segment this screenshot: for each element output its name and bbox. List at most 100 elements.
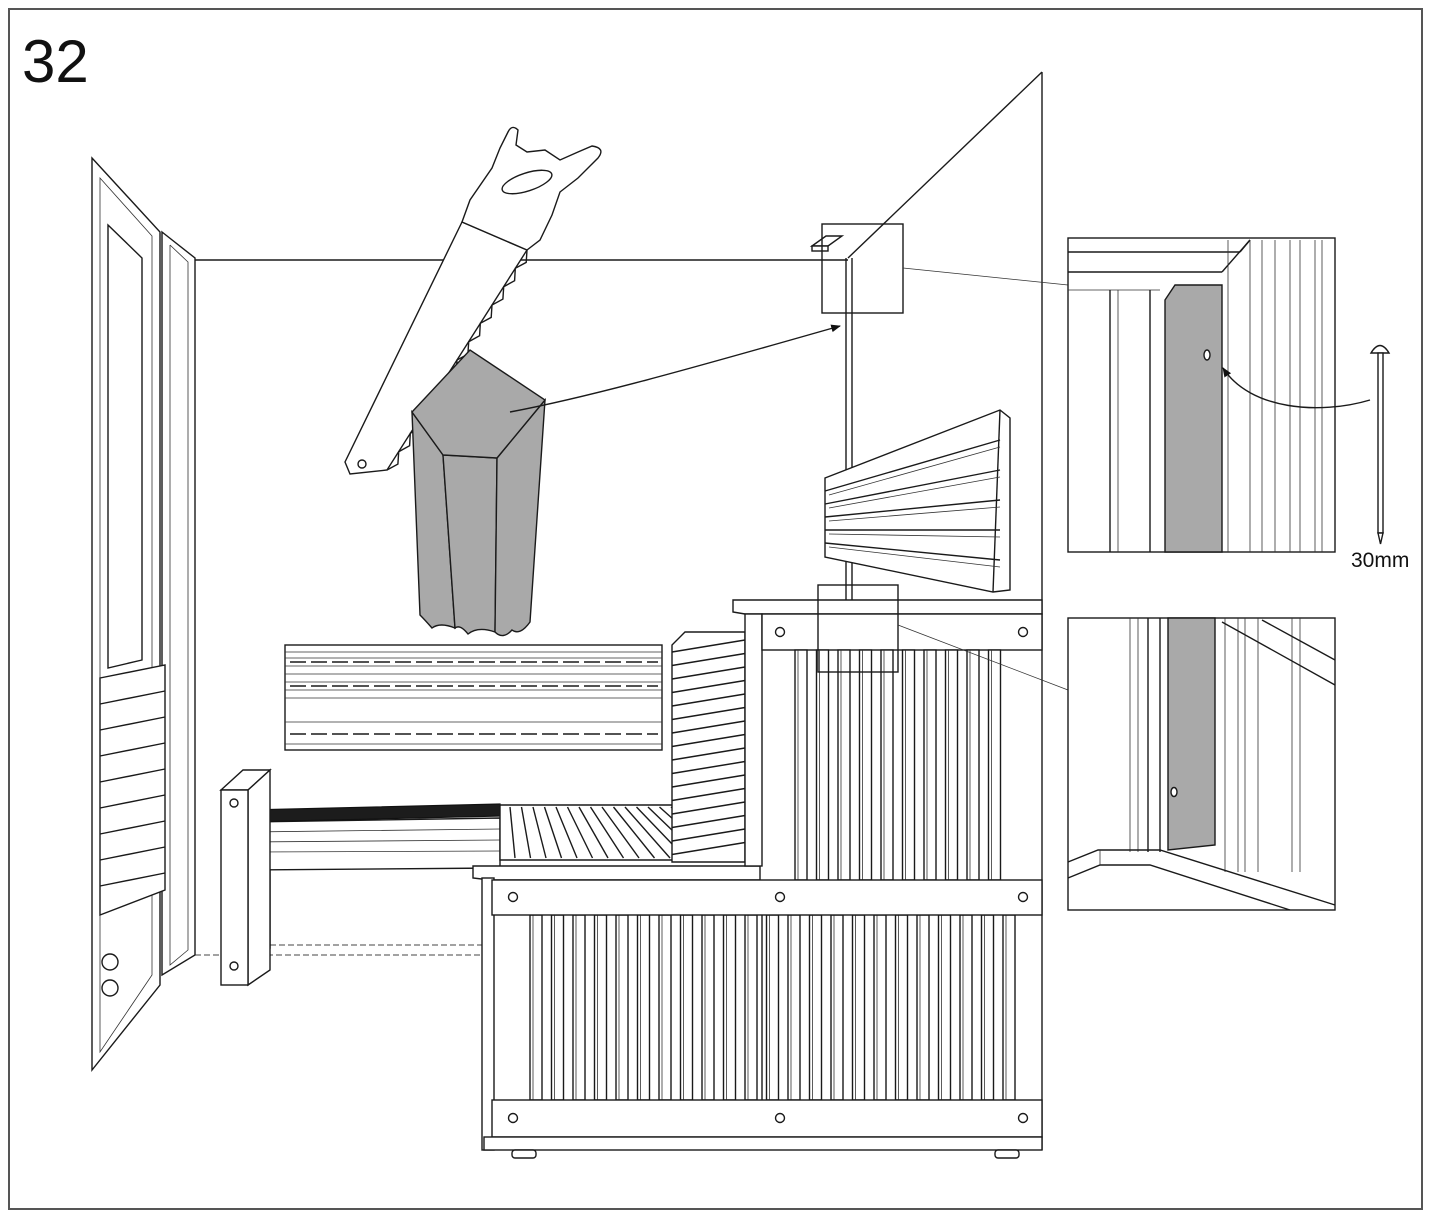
screw-hole	[229, 798, 239, 808]
bench-foot	[994, 1149, 1020, 1159]
upper-backrest-slat	[671, 801, 746, 815]
door-slat-line	[99, 690, 166, 705]
saw-icon	[344, 126, 602, 475]
detail-connector-top	[902, 267, 1069, 286]
corner-seat-ledge	[472, 865, 761, 881]
upper-tier-slats	[794, 649, 1002, 881]
corner-trim-piece	[411, 349, 547, 637]
door-lower-panel	[99, 664, 166, 917]
right-backrest-slat	[824, 469, 1001, 505]
right-backrest-slat	[824, 499, 1001, 518]
screw-hole	[507, 1112, 519, 1124]
lower-bench-slat	[765, 914, 780, 1101]
upper-backrest-slat	[671, 706, 746, 721]
upper-backrest-slat	[671, 760, 746, 775]
screw-hole	[1017, 626, 1029, 638]
screw-hole	[774, 626, 786, 638]
right-backrest-slat-edge	[828, 546, 1001, 568]
corner-seat-slat	[555, 806, 578, 859]
bench-end-post-side	[247, 768, 271, 987]
bench-end-post-front	[220, 789, 249, 986]
screw-hole	[774, 891, 786, 903]
lower-bench-slat	[744, 914, 758, 1101]
right-backrest-slat-edge	[828, 506, 1001, 522]
corner-seat-slat	[532, 806, 547, 859]
floor-trim-line	[1067, 849, 1336, 906]
lower-bench-slat	[636, 914, 651, 1101]
bench-seat-line	[247, 828, 501, 833]
detail-highlight-top	[821, 223, 904, 314]
upper-backrest-slat	[671, 814, 746, 829]
right-backrest-slat	[824, 439, 1001, 492]
backrest-slat-lines	[285, 651, 662, 745]
nail-tip	[1377, 532, 1384, 545]
door-vent-icon	[101, 953, 119, 971]
bracket-top	[809, 235, 845, 247]
lower-bench-slat	[572, 914, 586, 1101]
right-backrest-slat-edge	[828, 533, 1001, 538]
upper-bench-slat	[858, 649, 873, 881]
right-wall-backrest	[824, 409, 1011, 593]
lower-bench-slat	[615, 914, 629, 1101]
upper-tier-end-post	[744, 613, 763, 867]
corner-seat-slat	[509, 806, 516, 859]
lower-bench-slat	[722, 914, 737, 1101]
right-wall-top-edge	[847, 71, 1043, 259]
nail-head	[1369, 344, 1391, 354]
detail-view-bottom	[1067, 617, 1336, 911]
lower-bench	[219, 768, 501, 987]
corner-seat-slat	[520, 806, 532, 859]
door-slat-line	[99, 716, 166, 731]
nail-hole	[1170, 786, 1178, 798]
lower-tier-slats	[529, 914, 1016, 1101]
nail-icon	[1369, 344, 1391, 545]
door-panel-slats	[99, 690, 166, 887]
bench-seat-front	[247, 817, 501, 871]
bracket-front	[811, 245, 829, 252]
saw-handle-grip-hole	[501, 169, 553, 195]
upper-backrest-slat	[671, 828, 746, 842]
screw-hole	[774, 1112, 786, 1124]
upper-backrest	[671, 631, 746, 863]
right-wall-boards	[1227, 240, 1323, 552]
upper-bench-slat	[901, 649, 916, 881]
bench-base	[483, 1136, 1043, 1151]
right-backrest-slats	[824, 439, 1001, 568]
door-slat-line	[99, 742, 166, 757]
lower-bench-slat	[550, 914, 565, 1101]
corner-seat-slat	[612, 806, 656, 859]
corner-seat-slat	[601, 806, 640, 859]
ceiling-trim-corner	[1239, 239, 1251, 253]
backrest-trim-line	[1261, 619, 1336, 661]
upper-tier-top-board	[761, 613, 1043, 651]
bench-seat-line	[247, 850, 501, 853]
detail-view-top	[1067, 237, 1371, 553]
upper-backrest-slat	[671, 841, 746, 856]
lower-bench-slat	[916, 914, 930, 1101]
main-bench	[481, 599, 1043, 1159]
nail-hole	[1203, 349, 1211, 361]
lower-bench-slat	[980, 914, 995, 1101]
back-wall-backrest	[284, 644, 663, 751]
screw-hole	[1017, 1112, 1029, 1124]
door-jamb	[161, 230, 196, 977]
upper-backrest-slat	[671, 787, 746, 802]
upper-backrest-slat	[671, 720, 746, 734]
trim-right-face	[494, 397, 546, 637]
upper-backrest-slat	[671, 652, 746, 667]
upper-bench-slat	[815, 649, 830, 881]
door-jamb-inner	[169, 244, 189, 966]
upper-backrest-slats	[671, 639, 746, 856]
trim-middle-face	[442, 454, 498, 635]
step-number: 32	[22, 28, 89, 95]
corner-seat-slat	[589, 806, 625, 859]
door-vent-icon	[101, 979, 119, 997]
detail-highlight-bottom	[817, 584, 899, 673]
right-backrest-slat	[824, 542, 1001, 561]
upper-backrest-slat	[671, 666, 746, 680]
upper-bench-slat	[923, 649, 937, 881]
corner-trim-installed	[1167, 617, 1216, 851]
lower-bench-slat	[701, 914, 715, 1101]
upper-bench-slat	[794, 649, 808, 881]
